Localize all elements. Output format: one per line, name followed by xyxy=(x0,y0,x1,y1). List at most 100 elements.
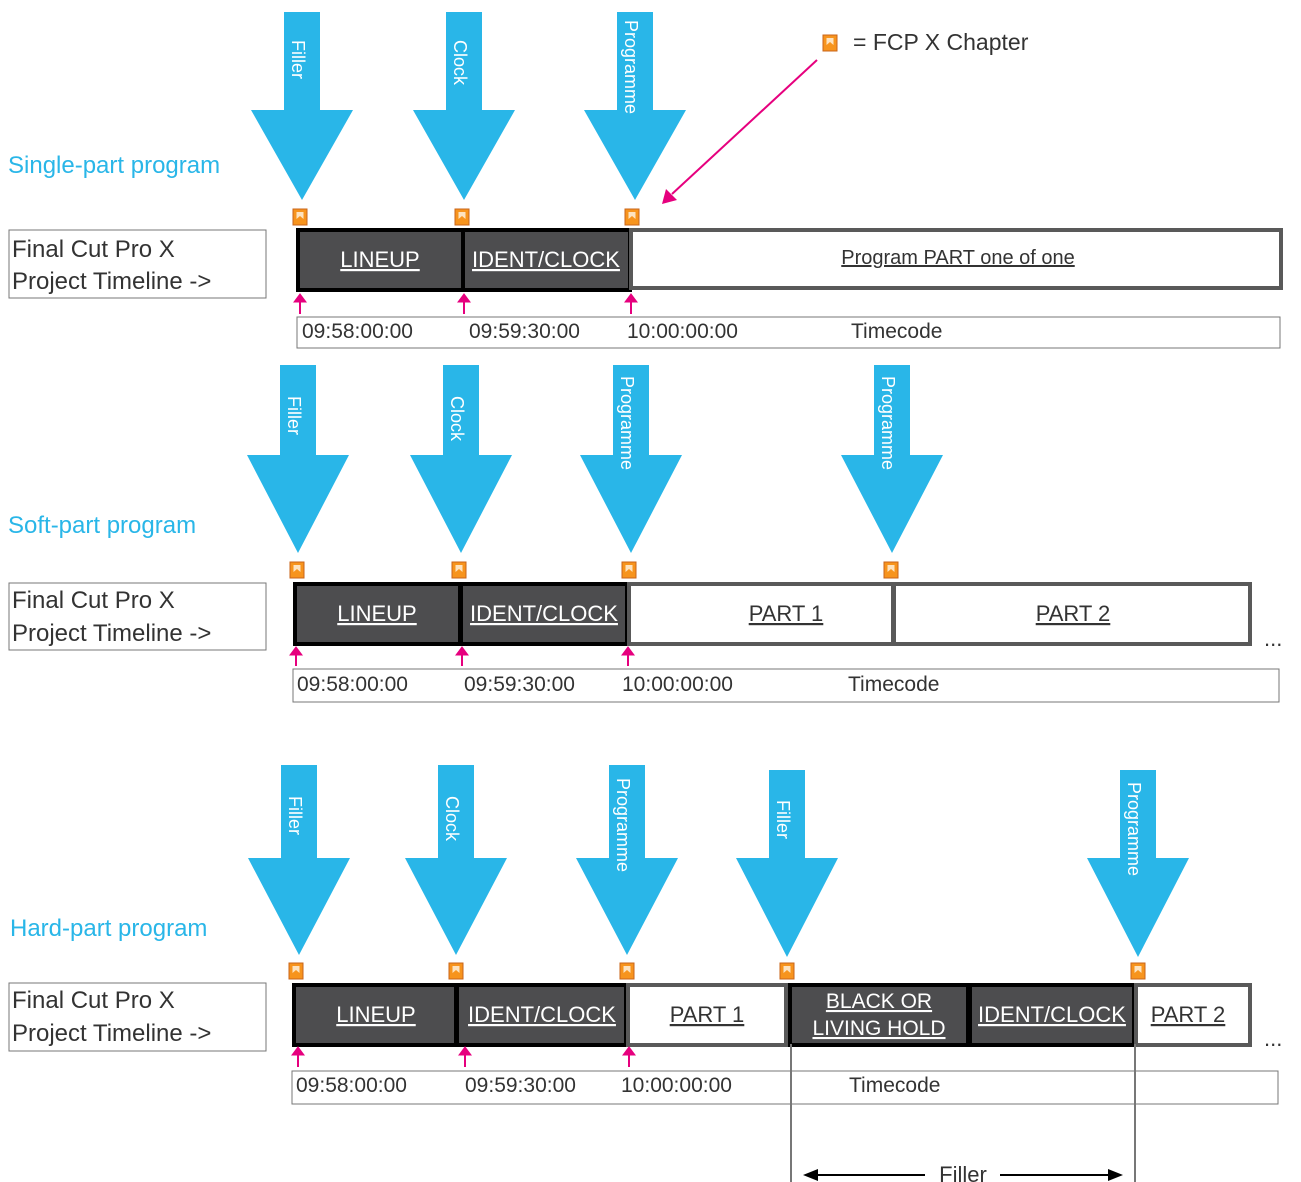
clip-label: IDENT/CLOCK xyxy=(468,1002,616,1027)
chapter-marker-icon xyxy=(454,208,470,226)
arrow-label: Clock xyxy=(442,796,462,842)
clip-ident-clock-2: IDENT/CLOCK xyxy=(968,983,1136,1047)
chapter-marker-icon xyxy=(822,34,838,52)
arrow-programme: Programme xyxy=(1087,770,1189,957)
timeline-label-line1: Final Cut Pro X xyxy=(12,987,175,1014)
single-part-section: Single-part program Filler Clock Program… xyxy=(8,12,1283,349)
clip-lineup: LINEUP xyxy=(293,582,462,646)
chapter-marker-icon xyxy=(288,962,304,980)
timecode: 09:59:30:00 xyxy=(464,673,575,696)
timecode-bar xyxy=(292,668,1280,703)
timecode: 10:00:00:00 xyxy=(627,320,738,343)
arrow-clock: Clock xyxy=(413,12,515,200)
section-title: Hard-part program xyxy=(10,915,207,942)
timecode: 09:58:00:00 xyxy=(296,1074,407,1097)
arrow-label: Clock xyxy=(450,40,470,86)
clip-label: IDENT/CLOCK xyxy=(978,1002,1126,1027)
legend-pointer-head xyxy=(662,189,677,204)
arrow-programme: Programme xyxy=(580,365,682,553)
clip-label: LINEUP xyxy=(340,247,419,272)
timecode-ticks xyxy=(291,1046,636,1067)
arrow-label: Filler xyxy=(288,40,308,79)
arrow-label: Programme xyxy=(617,376,637,470)
chapter-marker-icon xyxy=(451,561,467,579)
arrow-label: Clock xyxy=(447,396,467,442)
timecode-label: Timecode xyxy=(851,320,942,343)
clip-part-2: PART 2 xyxy=(1134,983,1252,1047)
chapter-marker-icon xyxy=(1130,962,1146,980)
chapter-marker-icon xyxy=(619,962,635,980)
legend-label: = FCP X Chapter xyxy=(853,29,1029,55)
timecode: 09:58:00:00 xyxy=(297,673,408,696)
clip-label: PART 2 xyxy=(1036,601,1111,626)
timecode-label: Timecode xyxy=(849,1074,940,1097)
timecode-label: Timecode xyxy=(848,673,939,696)
clip-label-line2: LIVING HOLD xyxy=(812,1017,945,1040)
arrow-programme: Programme xyxy=(584,12,686,200)
clip-label: Program PART one of one xyxy=(841,247,1074,269)
timecode: 09:58:00:00 xyxy=(302,320,413,343)
section-title: Single-part program xyxy=(8,152,220,179)
timecode-ticks xyxy=(293,293,638,314)
chapter-marker-icon xyxy=(779,962,795,980)
section-title: Soft-part program xyxy=(8,512,196,539)
clip-label: LINEUP xyxy=(336,1002,415,1027)
arrow-label: Filler xyxy=(284,396,304,435)
timecode: 10:00:00:00 xyxy=(622,673,733,696)
clip-ident-clock: IDENT/CLOCK xyxy=(459,582,629,646)
clip-program-part: Program PART one of one xyxy=(629,228,1283,290)
hard-part-section: Hard-part program Filler Clock Programme… xyxy=(8,765,1282,1182)
arrow-filler: Filler xyxy=(247,365,349,553)
timeline-label-line2: Project Timeline -> xyxy=(12,268,211,295)
clip-lineup: LINEUP xyxy=(292,983,458,1047)
timecode-bar xyxy=(291,1070,1279,1105)
chapter-marker-icon xyxy=(624,208,640,226)
clip-part-2: PART 2 xyxy=(892,582,1252,646)
clip-part-1: PART 1 xyxy=(627,582,895,646)
arrow-label: Filler xyxy=(773,800,793,839)
timecode-bar xyxy=(296,316,1281,349)
arrow-programme: Programme xyxy=(576,765,678,955)
timeline-label-box xyxy=(8,982,267,1052)
span-label: Filler xyxy=(939,1162,987,1182)
continuation-ellipsis: ... xyxy=(1264,1026,1282,1051)
clip-label: PART 2 xyxy=(1151,1002,1226,1027)
timecode: 09:59:30:00 xyxy=(465,1074,576,1097)
clip-label: IDENT/CLOCK xyxy=(470,601,618,626)
arrow-label: Programme xyxy=(878,376,898,470)
clip-part-1: PART 1 xyxy=(626,983,788,1047)
clip-label: PART 1 xyxy=(749,601,824,626)
timecode: 09:59:30:00 xyxy=(469,320,580,343)
clip-ident-clock: IDENT/CLOCK xyxy=(461,228,632,292)
timecode: 10:00:00:00 xyxy=(621,1074,732,1097)
arrow-label: Programme xyxy=(613,778,633,872)
clip-black-or-living-hold: BLACK OR LIVING HOLD xyxy=(788,983,970,1047)
timeline-label-line1: Final Cut Pro X xyxy=(12,587,175,614)
arrow-filler: Filler xyxy=(736,770,838,957)
chapter-marker-icon xyxy=(883,561,899,579)
clip-label: LINEUP xyxy=(337,601,416,626)
filler-span: Filler xyxy=(790,1044,1136,1182)
clip-lineup: LINEUP xyxy=(296,228,465,292)
clip-ident-clock: IDENT/CLOCK xyxy=(455,983,628,1047)
soft-part-section: Soft-part program Filler Clock Programme… xyxy=(8,365,1282,703)
arrow-label: Filler xyxy=(285,796,305,835)
legend-pointer xyxy=(671,59,818,195)
clip-label: IDENT/CLOCK xyxy=(472,247,620,272)
arrow-filler: Filler xyxy=(248,765,350,955)
chapter-marker-icon xyxy=(292,208,308,226)
arrow-programme: Programme xyxy=(841,365,943,553)
timeline-label-line2: Project Timeline -> xyxy=(12,620,211,647)
clip-label: PART 1 xyxy=(670,1002,745,1027)
arrow-clock: Clock xyxy=(410,365,512,553)
timeline-label-box xyxy=(8,229,267,299)
continuation-ellipsis: ... xyxy=(1264,626,1282,651)
chapter-marker-icon xyxy=(448,962,464,980)
chapter-marker-icon xyxy=(621,561,637,579)
timeline-label-line1: Final Cut Pro X xyxy=(12,236,175,263)
arrow-label: Programme xyxy=(621,20,641,114)
timeline-label-line2: Project Timeline -> xyxy=(12,1020,211,1047)
timeline-label-box xyxy=(8,582,267,651)
chapter-marker-icon xyxy=(289,561,305,579)
